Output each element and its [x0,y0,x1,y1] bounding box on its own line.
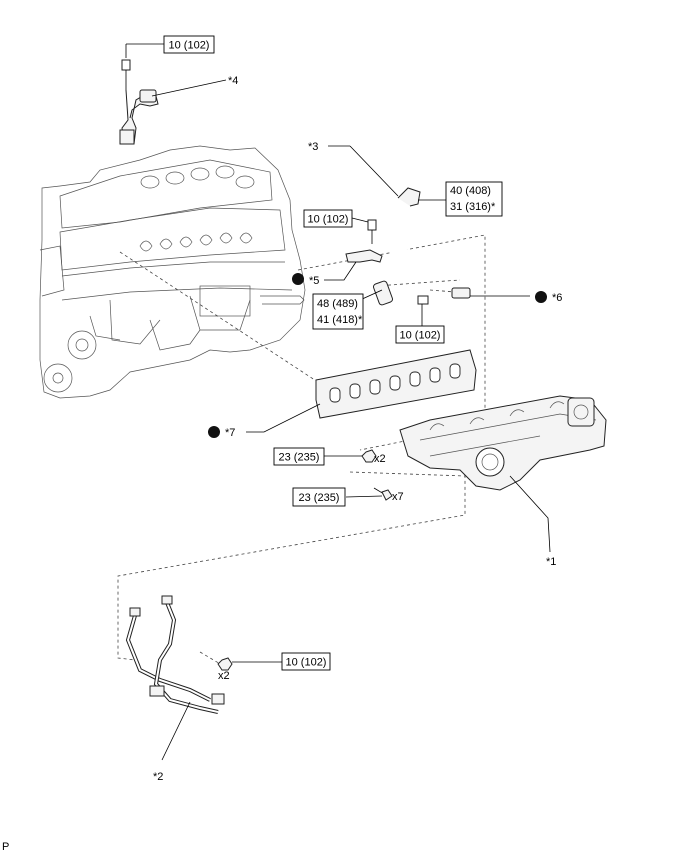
pipe-assembly-2 [125,595,225,714]
qty-bottom: x2 [218,670,230,682]
callout-7: *7 [225,427,235,439]
torque-box-stud: 23 (235) [292,487,346,507]
sensor-4 [119,59,159,145]
bullet-5 [292,273,304,285]
torque-bottom-text: 10 (102) [286,657,327,669]
bottom-bolt [217,657,233,671]
bullet-6 [535,291,547,303]
torque-mid-bolt-text: 10 (102) [308,214,349,226]
torque-clamp-text: 10 (102) [400,330,441,342]
torque-pipe-b-text: 48 (489) [317,298,358,310]
torque-stud-text: 23 (235) [299,492,340,504]
stud-fastener [373,487,393,501]
head-ports [139,232,253,252]
injector-row [140,165,255,189]
torque-box-bottom: 10 (102) [281,652,331,671]
leader-4 [151,79,227,97]
bracket-5 [345,219,383,263]
leader-5 [324,261,357,281]
leader-stud [345,495,383,498]
qty-nut: x2 [374,453,386,465]
clamp-6 [417,287,471,305]
bullet-7 [208,426,220,438]
torque-box-nut: 23 (235) [273,447,325,466]
torque-pipe-b-alt-text: 41 (418)* [317,314,363,326]
gasket-7 [315,349,477,419]
leader-7 [246,403,321,433]
leader-mid-bolt [351,217,369,223]
alignment-lines [117,234,486,666]
callout-5: *5 [309,275,319,287]
torque-pipe-a-text: 40 (408) [450,185,491,197]
pipe-3 [373,187,421,306]
torque-box-mid-bolt: 10 (102) [303,209,353,228]
callout-3: *3 [308,141,318,153]
leader-1 [509,475,551,553]
leader-pipe-b [359,289,383,301]
intake-manifold-1 [399,395,607,491]
callout-4: *4 [228,75,238,87]
engine-block-illustration [39,145,306,399]
callout-2: *2 [153,771,163,783]
torque-box-pipe-b: 48 (489) 41 (418)* [312,293,364,330]
callout-1: *1 [546,556,556,568]
corner-mark: P [2,841,9,852]
torque-pipe-a-alt-text: 31 (316)* [450,201,496,213]
torque-nut-text: 23 (235) [279,452,320,464]
torque-box-clamp: 10 (102) [395,325,445,344]
callout-6: *6 [552,292,562,304]
qty-stud: x7 [392,491,404,503]
torque-top-text: 10 (102) [169,40,210,52]
leader-3 [349,145,399,197]
leader-2 [161,701,191,761]
torque-box-top: 10 (102) [163,35,215,54]
torque-box-pipe-a: 40 (408) 31 (316)* [445,181,503,217]
